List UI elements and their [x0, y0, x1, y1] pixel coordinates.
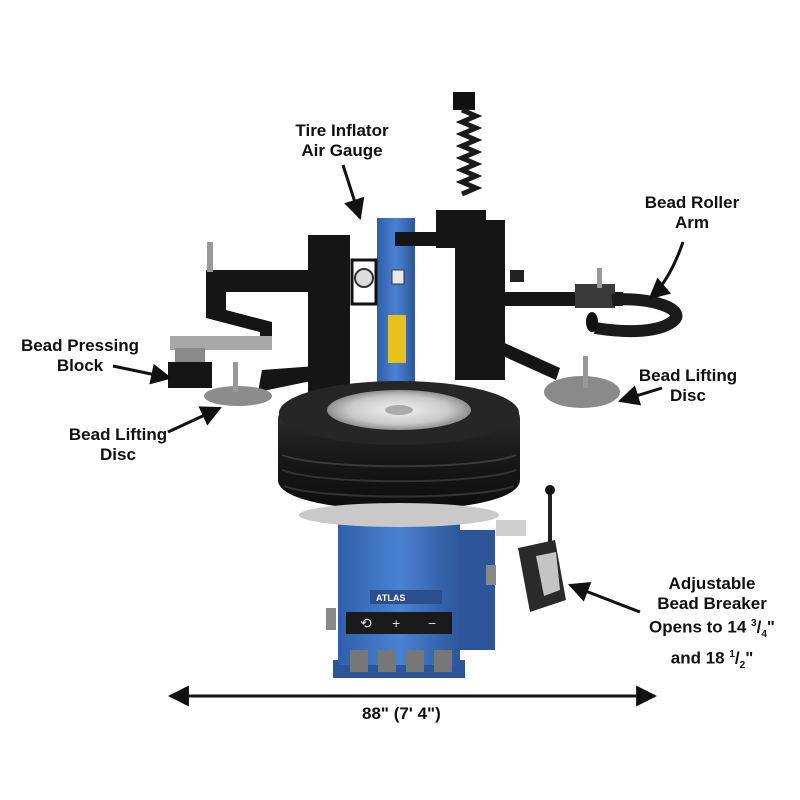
callout-bead-lifting-right-line1: Bead Lifting — [638, 366, 738, 385]
line3-prefix: Opens to 14 — [649, 617, 752, 637]
brand-badge: ATLAS — [376, 593, 405, 603]
line4-prefix: and 18 — [670, 648, 730, 668]
arrow-bead-roller — [648, 241, 685, 300]
arrow-bead-breaker — [568, 582, 641, 614]
left-arm-assembly — [168, 235, 350, 406]
bead-breaker — [496, 485, 566, 612]
line3-numerator: 3 — [751, 618, 757, 629]
callout-bead-lifting-disc-right: Bead Lifting Disc — [628, 366, 748, 406]
line4-denominator: 2 — [739, 660, 746, 672]
callout-bead-breaker-line3: Opens to 14 3/4" — [649, 617, 775, 641]
dimension-label: 88" (7' 4") — [362, 704, 441, 723]
callout-bead-lifting-right-line2: Disc — [670, 386, 706, 405]
line4-numerator: 1 — [729, 649, 735, 661]
callout-bead-breaker-line4: and 18 1/2" — [670, 648, 754, 672]
callout-bead-lifting-left-line2: Disc — [100, 445, 136, 464]
svg-text:+: + — [392, 615, 400, 631]
arrow-bead-pressing — [112, 363, 173, 385]
callout-bead-roller-line1: Bead Roller — [644, 193, 740, 212]
callout-bead-pressing-line1: Bead Pressing — [20, 336, 140, 355]
arrow-bead-lifting-left — [167, 406, 222, 434]
svg-text:−: − — [428, 615, 436, 631]
machine-base: ⟲ + − ATLAS — [326, 520, 496, 678]
callout-bead-pressing-block: Bead Pressing Block — [12, 336, 148, 376]
line4-suffix: " — [745, 648, 754, 668]
callout-adjustable-bead-breaker: Adjustable Bead Breaker Opens to 14 3/4"… — [630, 574, 794, 676]
callout-bead-breaker-line2: Bead Breaker — [657, 594, 767, 613]
callout-tire-inflator-line1: Tire Inflator — [295, 121, 389, 140]
svg-text:⟲: ⟲ — [360, 615, 372, 631]
center-tower — [350, 92, 486, 388]
line3-denominator: 4 — [761, 629, 767, 641]
callout-bead-roller-arm: Bead Roller Arm — [630, 193, 754, 233]
arrow-tire-inflator — [341, 164, 365, 220]
callout-bead-lifting-left-line1: Bead Lifting — [68, 425, 168, 444]
callout-bead-roller-line2: Arm — [674, 213, 709, 232]
callout-tire-inflator-air-gauge: Tire Inflator Air Gauge — [280, 121, 404, 161]
callout-bead-pressing-line2: Block — [56, 356, 104, 375]
callout-bead-breaker-line1: Adjustable — [668, 574, 756, 593]
callout-bead-lifting-disc-left: Bead Lifting Disc — [58, 425, 178, 465]
callout-tire-inflator-line2: Air Gauge — [301, 141, 383, 160]
right-arm-assembly — [395, 220, 683, 408]
line3-suffix: " — [766, 617, 775, 637]
tire-and-wheel — [278, 381, 520, 527]
arrow-bead-lifting-right — [617, 385, 663, 406]
